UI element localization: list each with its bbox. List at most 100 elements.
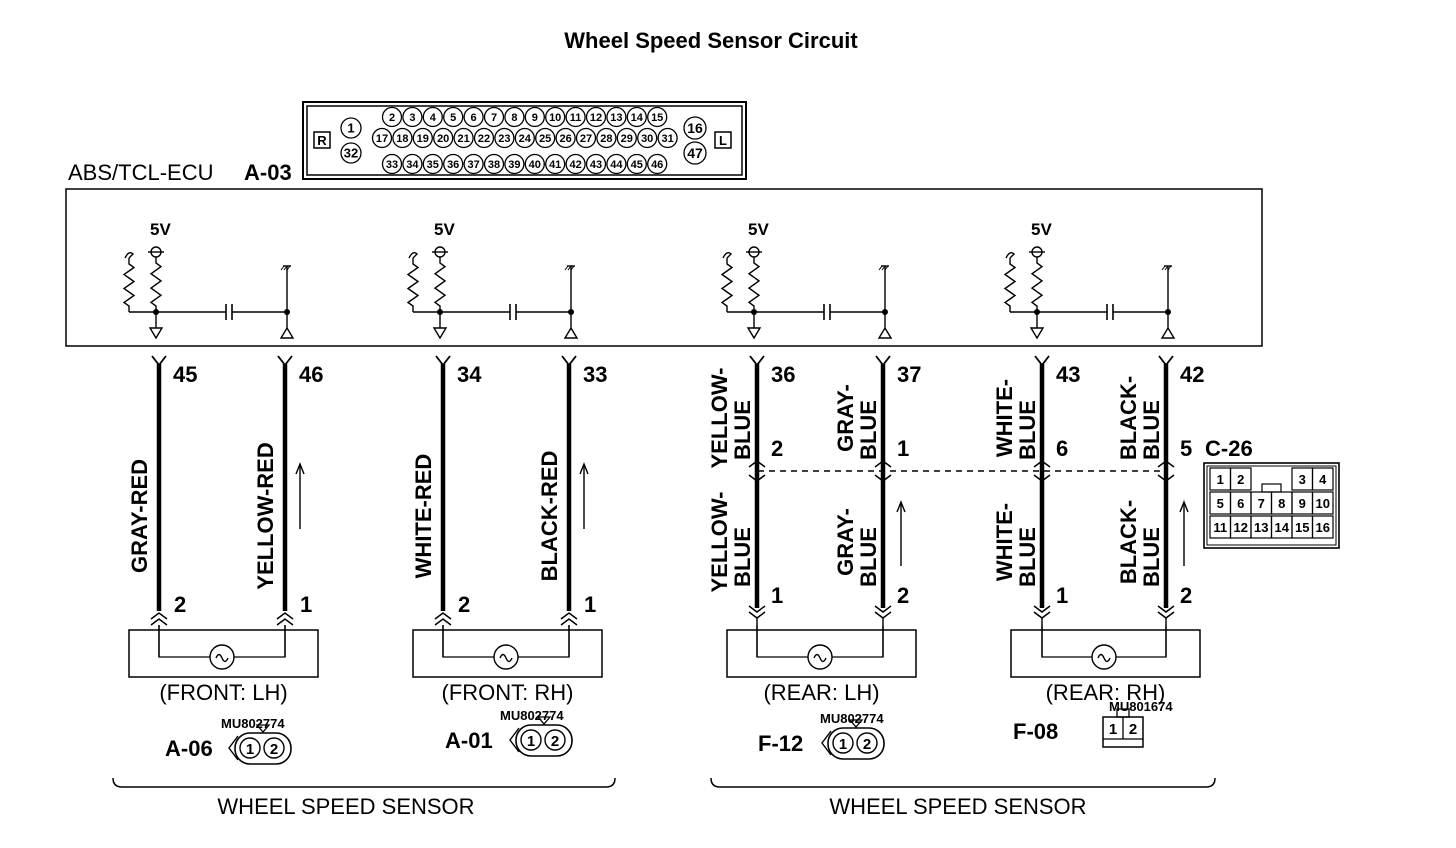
ecu-pin-30 (637, 127, 658, 149)
ecu-pin-4 (422, 106, 443, 128)
ecu-pin-4-label: 4 (430, 112, 437, 124)
joint-cavity-label: 9 (1299, 496, 1306, 511)
connector-pin-2-label: 2 (270, 741, 278, 758)
input-buffer-icon (148, 327, 164, 340)
joint-cavity-label: 4 (1319, 472, 1327, 487)
ecu-terminal-icon (435, 355, 451, 367)
wire-color-label: YELLOW-RED (253, 442, 278, 589)
joint-cavity-label: 13 (1254, 520, 1268, 535)
resistor-left (406, 258, 420, 312)
ecu-connector-id: A-03 (244, 160, 292, 185)
joint-cavity-label: 16 (1316, 520, 1330, 535)
connector-key-icon (255, 724, 271, 733)
ecu-terminal-icon (875, 355, 891, 367)
ecu-pin-13 (606, 106, 627, 128)
sensor-wire-left (158, 625, 210, 658)
wire-color-label-lower: WHITE- (992, 503, 1017, 581)
ecu-pin-25 (535, 127, 556, 149)
ecu-pin-3 (402, 106, 423, 128)
ground-hatch (564, 265, 575, 271)
wire-color-label: GRAY-RED (127, 459, 152, 573)
sensor-pin-number: 2 (174, 592, 186, 617)
output-buffer-icon (563, 326, 579, 339)
ground-hatch (878, 265, 889, 271)
ecu-input-circuit-1: 5V (122, 220, 295, 340)
joint-pin-number: 2 (771, 436, 783, 461)
supply-5v-label: 5V (150, 220, 171, 239)
ecu-pin-17 (371, 127, 393, 149)
ecu-pin-32 (340, 142, 362, 164)
ecu-pin-21-label: 21 (457, 133, 469, 145)
ecu-pin-18 (392, 127, 413, 149)
pullup-stub (1005, 251, 1015, 259)
ecu-pin-24-label: 24 (519, 133, 532, 145)
ecu-pin-17-label: 17 (376, 133, 388, 145)
ecu-pin-42 (565, 153, 586, 175)
sensor-body (1010, 629, 1201, 678)
joint-cavity-label: 2 (1237, 472, 1244, 487)
sensor-wire-left (442, 625, 494, 658)
connector-pin-2 (856, 732, 878, 754)
joint-cavity-label: 5 (1217, 496, 1224, 511)
ecu-pin-26 (555, 127, 576, 149)
joint-terminal-icon (1157, 460, 1175, 482)
sensor-pin-number: 1 (300, 592, 312, 617)
sensor-wire-right (832, 625, 884, 658)
joint-terminal-icon (748, 460, 766, 482)
sensor-wire-right (234, 625, 286, 658)
sensor-position-label: (REAR: RH) (1046, 680, 1166, 705)
supply-5v-label: 5V (748, 220, 769, 239)
sensor-connector-id: A-06 (165, 736, 213, 761)
pullup-stub (124, 251, 134, 259)
ecu-pin-36-label: 36 (447, 159, 459, 171)
joint-cavity-label: 12 (1234, 520, 1248, 535)
ecu-pin-15 (647, 106, 668, 128)
input-buffer-icon (1029, 327, 1045, 340)
sensor-body (412, 629, 603, 678)
sensor-pin-number: 1 (771, 583, 783, 608)
wire-color-label-upper: BLUE (856, 400, 881, 460)
harness-wires: 45GRAY-RED246YELLOW-RED134WHITE-RED233BL… (127, 355, 1204, 657)
resistor-supply (747, 257, 761, 312)
ecu-pin-19 (412, 127, 433, 149)
wire-color-label-lower: GRAY- (833, 508, 858, 576)
connector-pin-2-label: 2 (551, 733, 559, 750)
ecu-pin-35 (422, 153, 443, 175)
sensor-position-label: (FRONT: LH) (159, 680, 287, 705)
ecu-pin-34-label: 34 (406, 159, 419, 171)
ecu-input-circuit-4: 5V (1003, 220, 1176, 340)
ecu-input-circuit-3: 5V (720, 220, 893, 340)
sensor-body (726, 629, 917, 678)
arrow-head-icon (896, 500, 906, 513)
ecu-pin-31 (657, 127, 678, 149)
ecu-pin-number: 36 (771, 362, 795, 387)
ecu-terminal-icon (1034, 355, 1050, 367)
connector-pin-1-label: 1 (839, 736, 847, 753)
ecu-terminal-icon (749, 355, 765, 367)
ecu-pin-10 (545, 106, 566, 128)
ecu-pin-36 (443, 153, 464, 175)
joint-cavity-label: 6 (1237, 496, 1244, 511)
sensor-part-number: MU802774 (221, 716, 285, 731)
connector-lock-icon (509, 727, 520, 753)
wire-color-label: WHITE-RED (411, 454, 436, 579)
ecu-box (65, 188, 1263, 347)
connector-pin-1 (239, 737, 261, 759)
connector-housing (234, 732, 292, 765)
ecu-pin-40-label: 40 (529, 159, 541, 171)
ecu-pin-9 (524, 106, 545, 128)
joint-cavity-label: 14 (1275, 520, 1290, 535)
arrow-head-icon (579, 462, 589, 475)
male-terminal-icon (560, 612, 578, 626)
wire-color-label-lower: BLACK- (1116, 500, 1141, 584)
group-label-front: WHEEL SPEED SENSOR (217, 794, 474, 819)
input-buffer-icon (432, 327, 448, 340)
sine-wave-icon (1097, 653, 1111, 663)
